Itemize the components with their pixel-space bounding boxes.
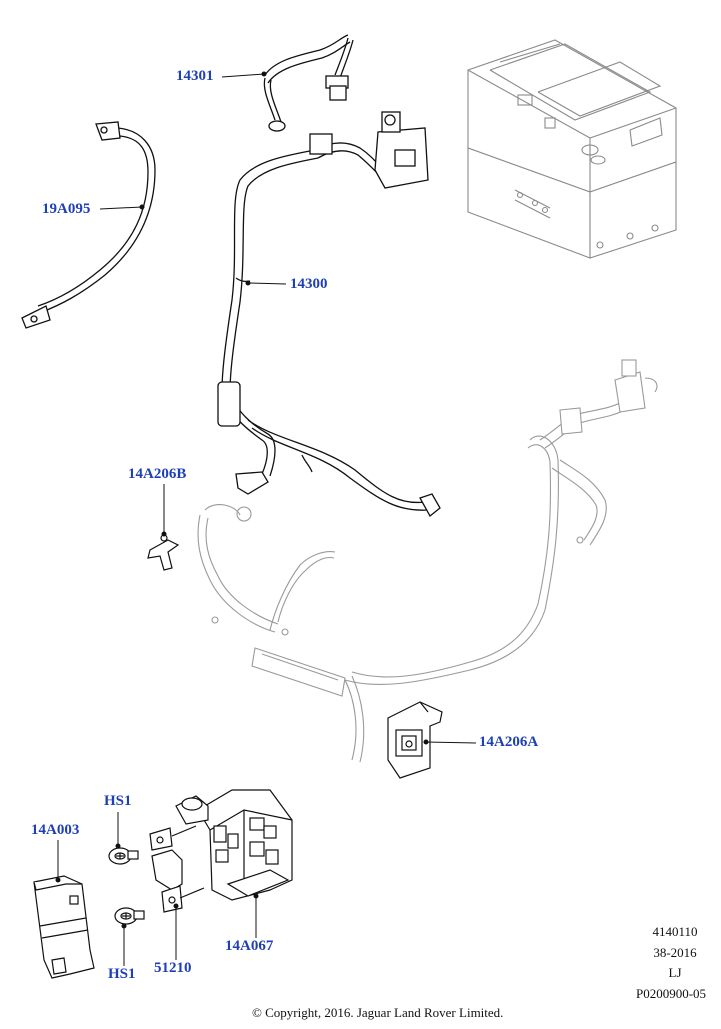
meta-line-2: 38-2016 — [653, 945, 697, 960]
callout-14A206A[interactable]: 14A206A — [479, 734, 539, 750]
fuse-link-51210 — [149, 825, 205, 913]
fusebox-14A067 — [175, 789, 293, 901]
meta-line-1: 4140110 — [652, 924, 698, 939]
callout-14A067[interactable]: 14A067 — [225, 938, 274, 954]
callout-14A003[interactable]: 14A003 — [31, 822, 80, 838]
screw-hs1-top — [108, 847, 139, 865]
cover-14A003 — [33, 875, 95, 979]
bracket-14A206A — [387, 701, 443, 779]
callout-14A206B[interactable]: 14A206B — [128, 466, 187, 482]
callout-51210[interactable]: 51210 — [154, 960, 192, 976]
screw-hs1-bottom — [114, 907, 145, 925]
meta-line-3: LJ — [668, 965, 682, 980]
callout-19A095[interactable]: 19A095 — [42, 201, 91, 217]
battery-illustration — [467, 39, 677, 259]
cable-14301 — [263, 34, 354, 132]
bracket-14A206B — [147, 534, 180, 571]
cable-19A095 — [21, 121, 156, 329]
leader-lines — [55, 71, 477, 966]
harness-14300 — [217, 111, 441, 517]
meta-line-4: P0200900-05 — [635, 986, 707, 1001]
harness-ghost — [197, 359, 658, 763]
callout-14301[interactable]: 14301 — [176, 68, 214, 84]
callout-14300[interactable]: 14300 — [290, 276, 328, 292]
copyright-notice: © Copyright, 2016. Jaguar Land Rover Lim… — [252, 1005, 504, 1020]
callout-hs1-top[interactable]: HS1 — [104, 793, 132, 809]
callout-hs1-bottom[interactable]: HS1 — [108, 966, 136, 982]
